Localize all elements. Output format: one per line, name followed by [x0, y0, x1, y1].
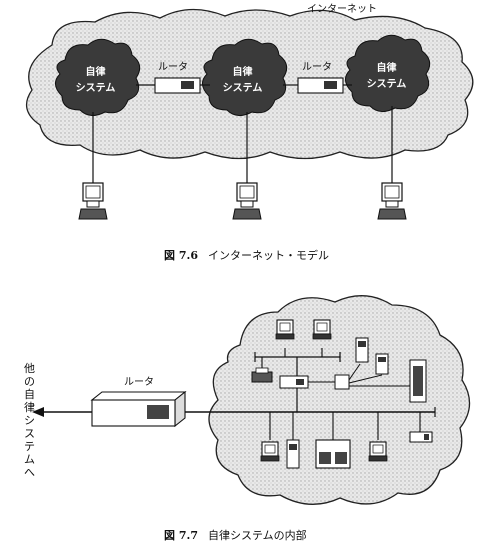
tower-device-3 — [286, 439, 300, 469]
lan-computer-1 — [275, 319, 295, 340]
as-label-2: 自律 システム — [220, 68, 265, 94]
router-2 — [283, 77, 352, 94]
router-1 — [136, 77, 210, 94]
router-label-1: ルータ — [158, 62, 188, 73]
hub — [334, 363, 412, 390]
gateway-router — [90, 390, 187, 428]
internet-label: インターネット — [307, 4, 377, 15]
as-label-3: 自律 システム — [364, 64, 409, 90]
computer-2 — [232, 182, 262, 220]
as-label-2-line2: システム — [222, 83, 263, 94]
computer-1 — [78, 182, 108, 220]
caption-text-7-6: インターネット・モデル — [207, 249, 329, 262]
as-label-3-line1: 自律 — [376, 63, 397, 74]
lan-computer-2 — [312, 319, 332, 340]
as-label-3-line2: システム — [366, 79, 407, 90]
arrow-head — [32, 407, 44, 417]
autonomous-system-2 — [202, 38, 288, 116]
as-label-2-line1: 自律 — [232, 67, 253, 78]
as-label-1: 自律 システム — [73, 68, 118, 94]
autonomous-system-1 — [55, 38, 141, 116]
storage-unit — [315, 439, 351, 469]
as-label-1-line1: 自律 — [85, 67, 106, 78]
lan-router — [279, 375, 335, 389]
caption-number-7-6: 図 7.6 — [164, 249, 198, 262]
figure-caption-7-7: 図 7.7 自律システムの内部 — [164, 527, 307, 543]
tower-device-2 — [375, 353, 389, 375]
caption-number-7-7: 図 7.7 — [164, 529, 198, 542]
tower-device-1 — [355, 337, 369, 363]
autonomous-system-cloud — [208, 295, 471, 505]
as-label-1-line2: システム — [75, 83, 116, 94]
caption-text-7-7: 自律システムの内部 — [207, 529, 307, 542]
computer-3 — [377, 182, 407, 220]
printer — [251, 367, 273, 383]
gateway-router-label: ルータ — [124, 377, 154, 388]
lan-computer-3 — [260, 441, 280, 462]
other-as-label: 他の自律システムへ — [24, 362, 35, 479]
tall-server — [409, 359, 427, 403]
lan-computer-4 — [368, 441, 388, 462]
figure-caption-7-6: 図 7.6 インターネット・モデル — [164, 247, 329, 263]
modem — [409, 431, 433, 443]
router-label-2: ルータ — [302, 62, 332, 73]
